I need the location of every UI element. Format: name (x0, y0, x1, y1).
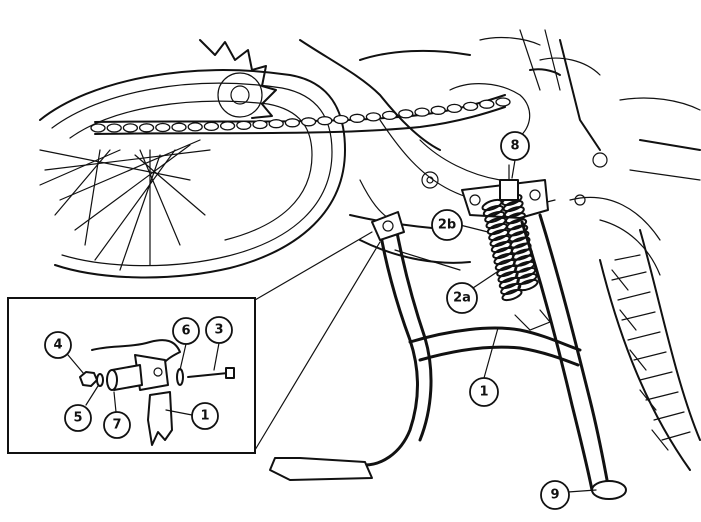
chain-link (203, 121, 220, 132)
chain-link (268, 119, 284, 129)
spring-coil (507, 224, 529, 237)
spring-coil (506, 218, 528, 231)
chain-link (138, 123, 155, 133)
chain-link (398, 109, 414, 119)
callout-1-inset-stand: 1 (191, 402, 219, 430)
chain-link (90, 123, 106, 133)
svg-text:5: 5 (73, 411, 82, 426)
spring-coil (508, 230, 530, 243)
spring-coil (516, 272, 538, 285)
rear-sprocket (199, 39, 277, 119)
chain-link (333, 114, 349, 125)
svg-text:8: 8 (510, 139, 519, 154)
spring-coil (512, 254, 534, 267)
spring-coil (481, 198, 503, 212)
svg-text:2a: 2a (453, 291, 471, 306)
spring-coil (511, 248, 533, 261)
spring-coil (515, 266, 537, 279)
chain-link (446, 103, 463, 114)
chain-link (365, 112, 382, 122)
wheel-spokes (39, 139, 211, 271)
front-tyre (599, 229, 701, 471)
callout-2b-spring: 2b (431, 209, 463, 241)
chain-link (106, 123, 122, 133)
callout-labels: 1 2a 2b 8 9 3 6 4 5 7 1 (44, 131, 597, 510)
spring-coil (514, 260, 536, 273)
spring-coil (502, 200, 524, 213)
chain-link (414, 107, 430, 117)
svg-text:1: 1 (479, 385, 488, 400)
return-springs (481, 193, 539, 302)
chain-link (495, 97, 511, 107)
callout-4-nut: 4 (44, 331, 72, 359)
chain-link (284, 118, 301, 128)
chain-link (349, 113, 365, 123)
svg-text:4: 4 (53, 338, 62, 353)
chain-link (462, 101, 479, 112)
chain-link (300, 117, 317, 127)
spring-coil (510, 242, 532, 255)
svg-text:2b: 2b (438, 218, 456, 233)
callout-2a-spring: 2a (446, 282, 478, 314)
chain-link (236, 120, 252, 130)
callout-8-bolt: 8 (500, 131, 530, 161)
callout-3-pivot-bolt: 3 (205, 316, 233, 344)
chain-link (187, 122, 203, 132)
rear-wheel (39, 39, 346, 279)
svg-text:9: 9 (550, 488, 559, 503)
callout-6-washer: 6 (172, 317, 200, 345)
spring-coil (503, 206, 525, 219)
svg-text:6: 6 (181, 324, 190, 339)
callout-7-bush: 7 (103, 411, 131, 439)
spring-coil (509, 236, 531, 249)
chain-link (155, 122, 171, 133)
svg-text:1: 1 (200, 409, 209, 424)
callout-1-stand: 1 (469, 377, 499, 407)
chain-link (317, 116, 333, 126)
chain-link (252, 119, 268, 130)
spring-coil (517, 278, 539, 292)
chain-link (219, 121, 236, 131)
svg-text:7: 7 (112, 418, 121, 433)
chain-link (122, 123, 139, 133)
chain-link (430, 105, 446, 115)
spring-coil (501, 288, 523, 302)
spring-coil (482, 204, 504, 218)
callout-9-foot: 9 (540, 480, 570, 510)
callout-5-washer: 5 (64, 404, 92, 432)
spring-coil (504, 212, 526, 225)
chain-link (171, 122, 187, 132)
drive-chain (90, 94, 511, 135)
chain-link (479, 99, 495, 109)
svg-text:3: 3 (214, 323, 223, 338)
spring-bolt (499, 164, 519, 201)
